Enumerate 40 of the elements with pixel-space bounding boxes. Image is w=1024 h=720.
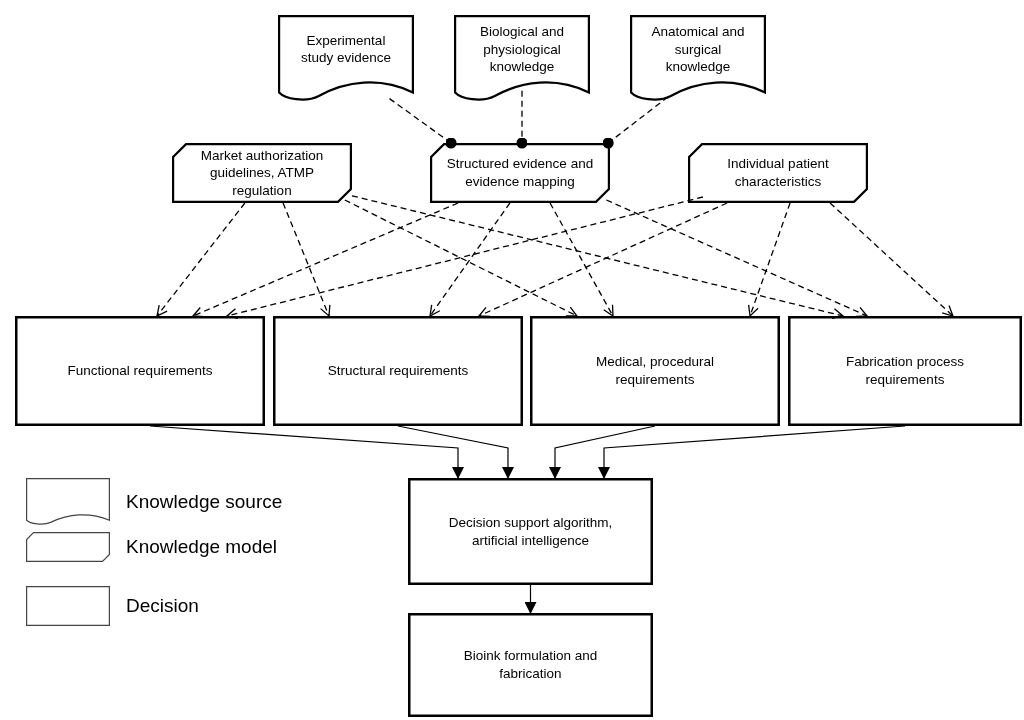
document-shape [454,15,590,103]
chamfered-box [688,143,868,203]
node-text: Experimental study evidence [299,31,393,67]
dashed-arrow [429,202,511,317]
node-text: Structural requirements [327,362,469,380]
node-text: Medical, procedural requirements [595,353,715,389]
node-text: Fabrication process requirements [845,353,965,389]
node-text: Anatomical and surgical knowledge [650,23,746,76]
process-box [273,316,523,426]
node-text: Functional requirements [67,362,213,380]
dashed-arrow [282,202,331,317]
document-shape [278,15,414,103]
process-box [15,316,265,426]
dashed-arrow [549,202,614,317]
legend-text: Knowledge model [126,534,278,559]
dashed-arrow [192,202,459,318]
node-text: Bioink formulation and fabrication [462,647,599,683]
dashed-arrow [748,202,791,317]
arrow [524,584,537,614]
node-text: Market authorization guidelines, ATMP regulation [199,146,325,200]
node-text: Decision support algorithm, artificial intelligence [447,513,614,550]
legend-text: Knowledge source [126,489,283,514]
arrow [397,425,514,479]
dashed-arrow [829,202,954,317]
node-text: Structured evidence and evidence mapping [446,155,594,191]
arrow [549,425,656,479]
dashed-arrow [605,199,868,318]
dashed-arrow [344,199,578,317]
process-box [530,316,780,426]
process-box [408,613,653,717]
chamfered-box [430,143,610,203]
document-shape [630,15,766,103]
process-box [408,478,653,585]
process-box [788,316,1022,426]
node-text: Individual patient characteristics [726,155,830,191]
dashed-arrow [156,202,246,317]
legend-text: Decision [126,593,199,618]
chamfered-box [172,143,352,203]
node-text: Biological and physiological knowledge [478,23,566,76]
dashed-arrow [478,202,728,318]
